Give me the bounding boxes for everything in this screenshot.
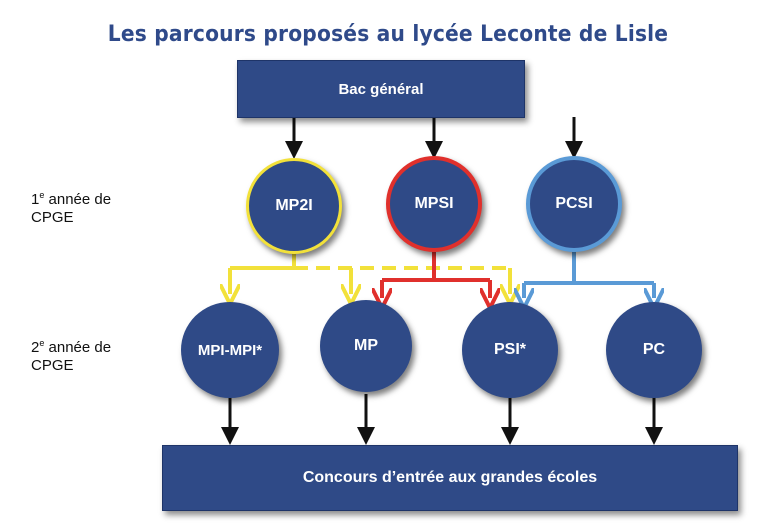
node-mp2i: MP2I bbox=[246, 158, 342, 254]
red-connector bbox=[382, 252, 490, 298]
node-mp2i-label: MP2I bbox=[275, 197, 313, 214]
node-mpsi: MPSI bbox=[386, 156, 482, 252]
node-mpsi-label: MPSI bbox=[414, 195, 454, 212]
year1-sup: e bbox=[39, 190, 45, 200]
yellow-connector bbox=[230, 254, 510, 294]
node-pcsi: PCSI bbox=[526, 156, 622, 252]
node-pcsi-label: PCSI bbox=[555, 195, 593, 212]
year1-label: 1e année de CPGE bbox=[31, 186, 111, 227]
node-mpi-label: MPI-MPI* bbox=[197, 341, 263, 359]
node-pc-label: PC bbox=[642, 341, 666, 358]
blue-connector bbox=[524, 252, 654, 298]
concours-box: Concours d’entrée aux grandes écoles bbox=[162, 445, 738, 511]
node-mp-label: MP bbox=[354, 337, 378, 354]
year1-rest: année de bbox=[44, 191, 112, 208]
bac-general-label: Bac général bbox=[338, 80, 424, 98]
year1-num: 1 bbox=[31, 191, 40, 208]
node-psi-label: PSI* bbox=[493, 341, 526, 358]
year1-cpge: CPGE bbox=[31, 209, 74, 226]
year2-label: 2e année de CPGE bbox=[31, 334, 111, 375]
year2-rest: année de bbox=[44, 339, 112, 356]
node-mp: MP bbox=[320, 300, 412, 392]
node-pc: PC bbox=[606, 302, 702, 398]
year2-sup: e bbox=[39, 338, 45, 348]
node-psi-star: PSI* bbox=[462, 302, 558, 398]
year2-cpge: CPGE bbox=[31, 357, 74, 374]
page-title: Les parcours proposés au lycée Leconte d… bbox=[107, 22, 669, 47]
bac-general-box: Bac général bbox=[237, 60, 525, 118]
concours-label: Concours d’entrée aux grandes écoles bbox=[302, 469, 598, 486]
node-mpi-mpi-star: MPI-MPI* bbox=[181, 302, 279, 398]
year2-num: 2 bbox=[31, 339, 40, 356]
